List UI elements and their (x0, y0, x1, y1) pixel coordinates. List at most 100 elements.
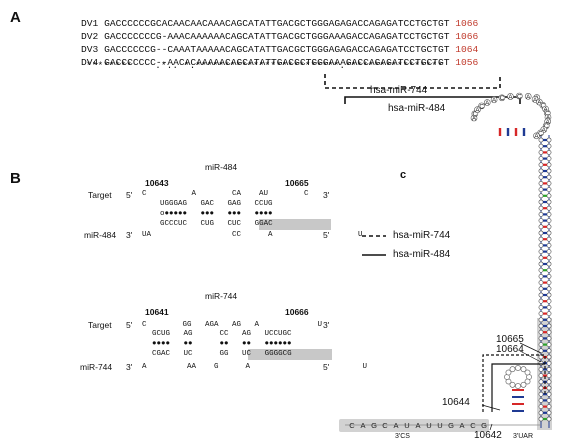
target-unpaired: C A CA AU C (142, 190, 309, 198)
nucleotide (546, 366, 552, 372)
nucleotide (478, 102, 485, 110)
row-label: DV3 (81, 43, 99, 55)
leader-10644 (481, 404, 501, 411)
nucleotide (538, 205, 544, 211)
nucleotide (546, 230, 552, 236)
nucleotide-letter: A (508, 94, 513, 101)
nucleotide (546, 342, 552, 347)
nucleotide (546, 261, 552, 267)
nucleotide (538, 180, 544, 186)
mirna-3prime: 3' (126, 230, 133, 240)
nucleotide (507, 93, 514, 100)
nucleotide (533, 132, 540, 140)
nucleotide-letter: U (426, 421, 431, 430)
nucleotide (546, 404, 552, 409)
nucleotide-letter: G (481, 421, 487, 430)
structure-solid-bracket (491, 363, 545, 412)
nucleotide-letter: C (500, 95, 505, 102)
nucleotide (538, 261, 544, 267)
nucleotide (538, 255, 544, 261)
mirna-paired: GCCCUC CUG CUC GGAC (160, 220, 273, 229)
mir744-site-label: hsa-miR-744 (370, 85, 428, 96)
uar-label: 3'UAR (513, 433, 534, 440)
nucleotide (546, 218, 552, 223)
nucleotide (538, 317, 544, 323)
nucleotide (546, 236, 552, 242)
nucleotide (538, 137, 544, 143)
target-label: Target (88, 320, 112, 330)
nucleotide (538, 329, 544, 335)
nucleotide (546, 373, 552, 378)
nucleotide (515, 365, 521, 371)
nucleotide-letter: C (349, 421, 355, 430)
nucleotide-letter: A (537, 99, 542, 106)
nucleotide-letter: A (492, 97, 497, 104)
leader-10665 (519, 342, 542, 354)
nucleotide (538, 391, 544, 397)
nucleotide (509, 381, 516, 388)
nucleotide-letter: A (415, 421, 420, 430)
nucleotide (516, 92, 523, 100)
nucleotide (538, 373, 544, 378)
nucleotide (538, 230, 544, 236)
panel-label-a: A (10, 9, 21, 26)
nucleotide (546, 205, 552, 211)
nucleotide (546, 286, 552, 292)
nucleotide (546, 162, 552, 168)
seed-highlight (259, 219, 331, 230)
nucleotide (538, 404, 544, 409)
position-10665: 10665 (496, 334, 524, 345)
target-5prime: 5' (126, 320, 133, 330)
nucleotide-letter: C (538, 130, 543, 137)
nucleotide (546, 137, 552, 143)
nucleotide-letter: A (526, 94, 531, 101)
nucleotide (515, 383, 521, 389)
nucleotide (546, 199, 552, 205)
duplex-end-position: 10665 (285, 178, 309, 188)
nucleotide (538, 199, 544, 205)
nucleotide (538, 224, 544, 230)
mirna-5prime: 5' (323, 362, 330, 372)
nucleotide (546, 168, 552, 174)
row-label: DV4 (81, 56, 99, 68)
nucleotide (538, 174, 544, 180)
legend-solid-label: hsa-miR-484 (393, 249, 451, 260)
nucleotide (509, 366, 516, 373)
mirna-unpaired: A AA G A U (142, 363, 368, 371)
nucleotide (483, 99, 491, 106)
nucleotide-letter: C (545, 111, 550, 118)
nucleotide (524, 378, 531, 385)
nucleotide (538, 211, 544, 217)
mirna-label: miR-484 (84, 230, 117, 240)
nucleotide (546, 360, 552, 366)
nucleotide (538, 187, 544, 192)
duplex-title-mir484: miR-484 (205, 162, 238, 172)
nucleotide-letter: A (360, 421, 365, 430)
nucleotide (538, 193, 544, 199)
small-hairpin (504, 365, 532, 412)
nucleotide (538, 162, 544, 168)
nucleotide-letter: A (546, 115, 551, 122)
nucleotide (538, 242, 544, 248)
target-5prime: 5' (126, 190, 133, 200)
nucleotide (546, 391, 552, 397)
pairing-dots: ●●●● ●● ●● ●● ●●●●●● (152, 340, 292, 348)
nucleotide (520, 366, 527, 373)
alignment-row: DV4 GACCCCCCC--AACACAAAAACAGCATATTGACGCT… (58, 48, 478, 77)
nucleotide (546, 298, 552, 304)
nucleotide (538, 311, 544, 316)
nucleotide (538, 143, 544, 149)
nucleotide (546, 193, 552, 199)
nucleotide (538, 304, 544, 310)
nucleotide (546, 180, 552, 186)
nucleotide (538, 156, 544, 161)
nucleotide (546, 143, 552, 149)
nucleotide (546, 273, 552, 279)
nucleotide (498, 94, 506, 102)
row-end-number: 1066 (455, 30, 479, 42)
target-paired: GCUG AG CC AG UCCUGC (152, 330, 292, 338)
nucleotide-letter: C (382, 421, 388, 430)
